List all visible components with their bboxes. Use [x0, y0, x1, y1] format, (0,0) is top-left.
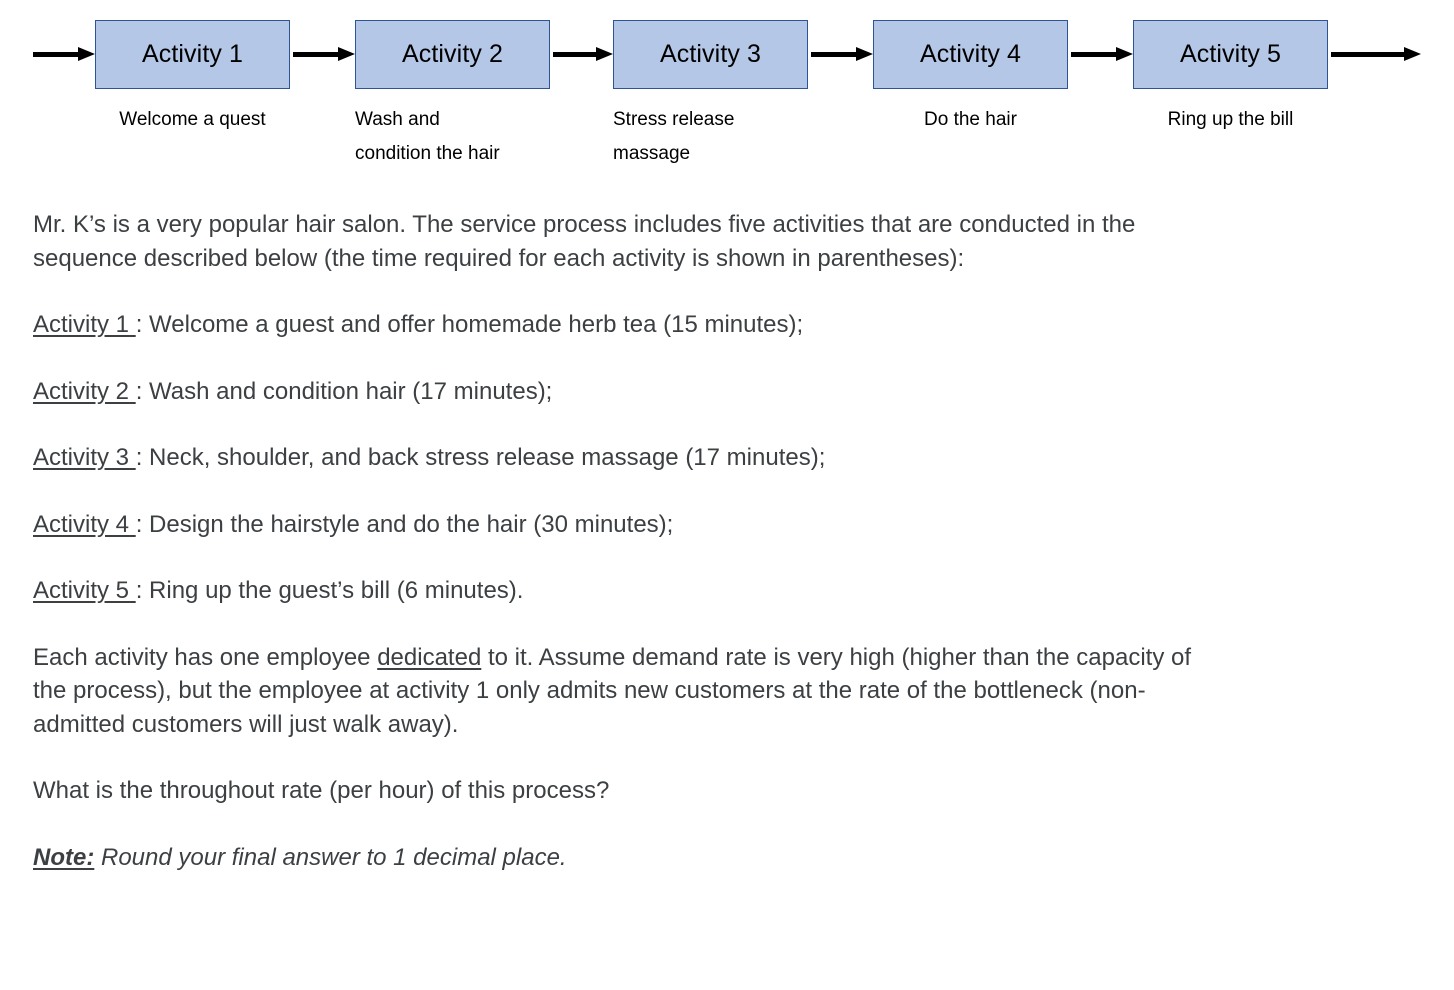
- activity-label-underline-tail: [129, 511, 136, 538]
- activity-description: : Ring up the guest’s bill (6 minutes).: [135, 577, 524, 604]
- activity-description: : Wash and condition hair (17 minutes);: [135, 377, 553, 405]
- activity-label-underline-tail: [129, 444, 136, 471]
- activity-description: : Design the hairstyle and do the hair (…: [135, 510, 674, 538]
- process-caption-activity-3: Stress release massage: [613, 109, 735, 164]
- activity-line-4: Activity 4 : Design the hairstyle and do…: [33, 508, 1193, 542]
- arrow-1-to-2: [293, 47, 355, 62]
- process-box-label: Activity 3: [659, 40, 762, 68]
- process-box-activity-5: Activity 5: [1133, 20, 1328, 89]
- arrow-4-to-5: [1071, 47, 1133, 62]
- activity-label: Activity 3: [33, 444, 130, 471]
- process-flow-diagram: Activity 1 Activity 2 Activity 3 Activit…: [0, 0, 1454, 185]
- activity-line-5: Activity 5 : Ring up the guest’s bill (6…: [33, 574, 1193, 608]
- activity-label: Activity 4: [33, 510, 130, 538]
- activity-label: Activity 1: [33, 311, 130, 338]
- process-box-label: Activity 1: [141, 40, 244, 68]
- process-caption-activity-1: Welcome a quest: [119, 109, 266, 130]
- note-label: Note:: [33, 843, 95, 871]
- problem-statement: Mr. K’s is a very popular hair salon. Th…: [33, 208, 1193, 907]
- process-box-label: Activity 4: [919, 40, 1022, 68]
- assumption-paragraph: Each activity has one employee dedicated…: [33, 641, 1193, 742]
- process-box-label: Activity 5: [1179, 40, 1282, 68]
- process-box-activity-4: Activity 4: [873, 20, 1068, 89]
- intro-paragraph: Mr. K’s is a very popular hair salon. Th…: [33, 211, 1136, 272]
- activity-label: Activity 2: [33, 377, 130, 405]
- process-caption-activity-2: Wash and condition the hair: [355, 109, 500, 164]
- arrow-outbound: [1331, 47, 1421, 62]
- arrow-inbound: [33, 47, 95, 62]
- activity-line-3: Activity 3 : Neck, shoulder, and back st…: [33, 441, 1193, 475]
- note-text: Round your final answer to 1 decimal pla…: [94, 843, 567, 871]
- assumption-emphasis: dedicated: [377, 643, 482, 671]
- process-caption-activity-4: Do the hair: [924, 109, 1017, 130]
- process-box-activity-2: Activity 2: [355, 20, 550, 89]
- arrow-2-to-3: [553, 47, 613, 62]
- activity-label-underline-tail: [129, 577, 136, 604]
- activity-description: : Welcome a guest and offer homemade her…: [135, 311, 804, 338]
- question-paragraph: What is the throughout rate (per hour) o…: [33, 777, 610, 804]
- process-box-activity-1: Activity 1: [95, 20, 290, 89]
- activity-label-underline-tail: [129, 311, 136, 338]
- process-box-activity-3: Activity 3: [613, 20, 808, 89]
- activity-line-2: Activity 2 : Wash and condition hair (17…: [33, 375, 1193, 409]
- note-paragraph: Note: Round your final answer to 1 decim…: [33, 841, 1193, 875]
- process-box-label: Activity 2: [401, 40, 504, 68]
- assumption-text-before: Each activity has one employee: [33, 643, 378, 671]
- activity-label-underline-tail: [129, 378, 136, 405]
- assumption-text-after: to it. Assume demand rate is very high (…: [33, 643, 1192, 738]
- activity-label: Activity 5: [33, 577, 130, 604]
- activity-line-1: Activity 1 : Welcome a guest and offer h…: [33, 308, 1193, 342]
- arrow-3-to-4: [811, 47, 873, 62]
- process-caption-activity-5: Ring up the bill: [1167, 109, 1294, 130]
- activity-description: : Neck, shoulder, and back stress releas…: [135, 444, 826, 471]
